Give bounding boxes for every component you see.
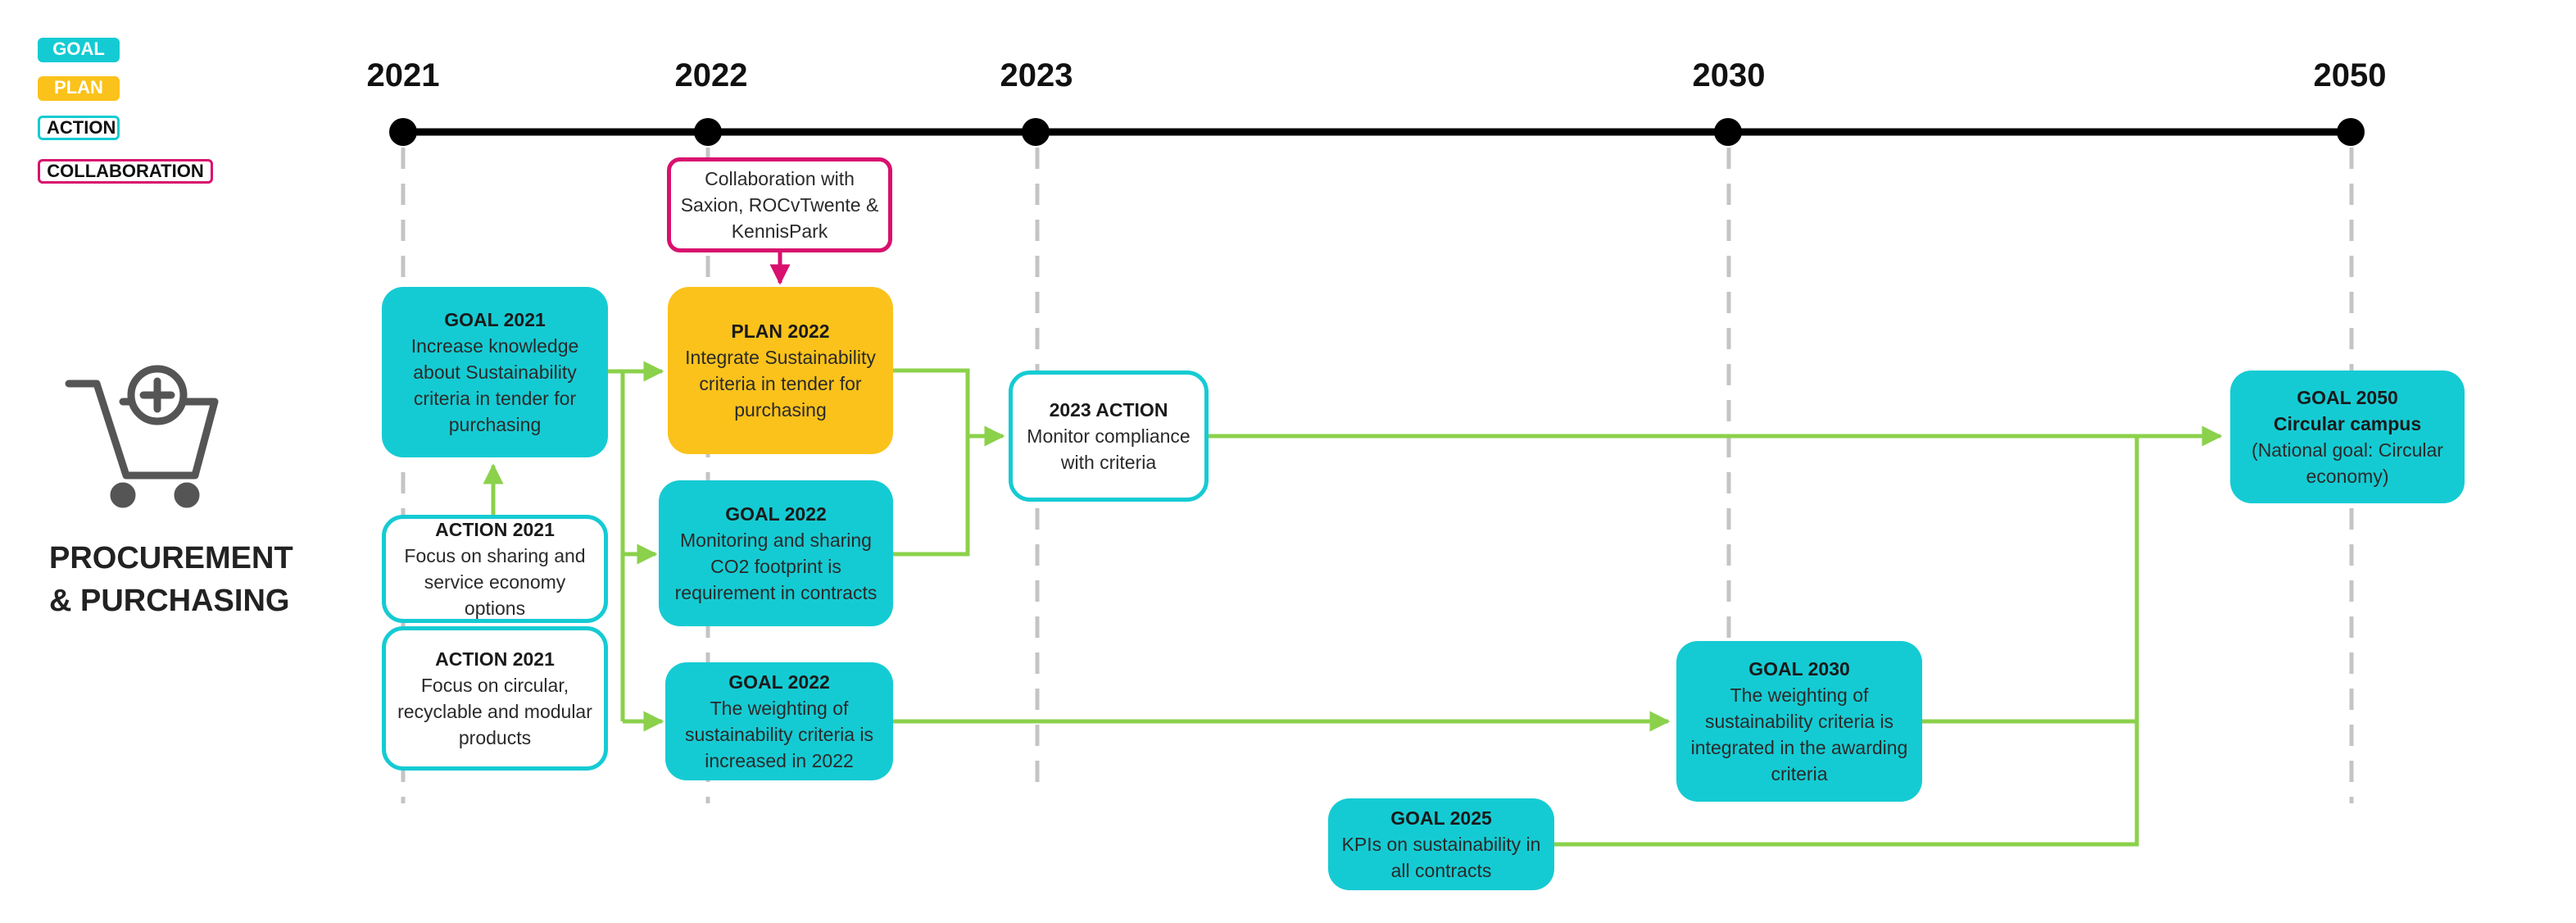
goal-2022-weighting-title: GOAL 2022: [728, 671, 830, 693]
plan-2022-box: PLAN 2022 Integrate Sustainability crite…: [668, 287, 893, 454]
goal-2021-box: GOAL 2021 Increase knowledge about Susta…: [382, 287, 608, 457]
goal-2022-weighting-box: GOAL 2022 The weighting of sustainabilit…: [665, 662, 893, 780]
goal-2025-title: GOAL 2025: [1390, 807, 1492, 829]
section-title: PROCUREMENT & PURCHASING: [49, 537, 293, 622]
legend-goal: GOAL: [38, 38, 120, 62]
action-2021-sharing-title: ACTION 2021: [435, 519, 555, 540]
goal-2022-weighting-text: The weighting of sustainability criteria…: [684, 698, 874, 771]
year-label-2022: 2022: [674, 57, 748, 93]
goal-2030-title: GOAL 2030: [1748, 658, 1850, 680]
goal-2030-text: The weighting of sustainability criteria…: [1690, 684, 1908, 784]
goal-2021-text: Increase knowledge about Sustainability …: [410, 335, 579, 435]
goal-2050-box: GOAL 2050 Circular campus (National goal…: [2230, 371, 2465, 503]
collaboration-2022-box: Collaboration with Saxion, ROCvTwente & …: [667, 157, 892, 252]
plan-2022-text: Integrate Sustainability criteria in ten…: [685, 347, 876, 421]
year-label-2050: 2050: [2313, 57, 2387, 93]
timeline-dot-2023: [1022, 118, 1050, 146]
connectors: [483, 361, 2223, 847]
section-title-line1: PROCUREMENT: [49, 541, 293, 575]
collaboration-2022-text: Collaboration with Saxion, ROCvTwente & …: [680, 168, 879, 242]
goal-2050-text: (National goal: Circular economy): [2252, 439, 2443, 487]
action-2021-circular-text: Focus on circular, recyclable and modula…: [397, 675, 592, 748]
legend-action: ACTION: [38, 116, 120, 140]
action-2021-circular-title: ACTION 2021: [435, 648, 555, 670]
goal-2030-box: GOAL 2030 The weighting of sustainabilit…: [1676, 641, 1922, 802]
action-2021-sharing-text: Focus on sharing and service economy opt…: [404, 545, 586, 619]
timeline-dots: [389, 118, 2365, 146]
action-2023-title: 2023 ACTION: [1049, 399, 1168, 421]
goal-2050-subtitle: Circular campus: [2273, 413, 2422, 434]
timeline-dot-2030: [1714, 118, 1742, 146]
goal-2025-box: GOAL 2025 KPIs on sustainability in all …: [1328, 798, 1554, 890]
action-2023-text: Monitor compliance with criteria: [1027, 425, 1190, 473]
timeline-dot-2050: [2337, 118, 2365, 146]
action-2021-sharing-box: ACTION 2021 Focus on sharing and service…: [382, 515, 608, 623]
timeline-dot-2022: [694, 118, 722, 146]
year-label-2023: 2023: [1000, 57, 1073, 93]
goal-2022-co2-box: GOAL 2022 Monitoring and sharing CO2 foo…: [659, 480, 893, 626]
connector-goal2025-out: [1554, 436, 2139, 847]
connector-merge-to-2023: [893, 368, 970, 557]
goal-2022-co2-text: Monitoring and sharing CO2 footprint is …: [674, 530, 878, 603]
section-title-line2: & PURCHASING: [49, 584, 290, 618]
goal-2021-title: GOAL 2021: [444, 309, 546, 330]
timeline-dot-2021: [389, 118, 417, 146]
action-2021-circular-box: ACTION 2021 Focus on circular, recyclabl…: [382, 626, 608, 771]
action-2023-box: 2023 ACTION Monitor compliance with crit…: [1009, 371, 1209, 502]
goal-2022-co2-title: GOAL 2022: [725, 503, 827, 525]
goal-2050-title: GOAL 2050: [2297, 387, 2398, 408]
legend-collaboration: COLLABORATION: [38, 159, 213, 184]
year-label-2030: 2030: [1692, 57, 1766, 93]
year-label-2021: 2021: [366, 57, 440, 93]
goal-2025-text: KPIs on sustainability in all contracts: [1341, 834, 1541, 881]
plan-2022-title: PLAN 2022: [731, 321, 830, 342]
shopping-cart-plus-icon: [65, 365, 219, 508]
legend-plan: PLAN: [38, 76, 120, 101]
